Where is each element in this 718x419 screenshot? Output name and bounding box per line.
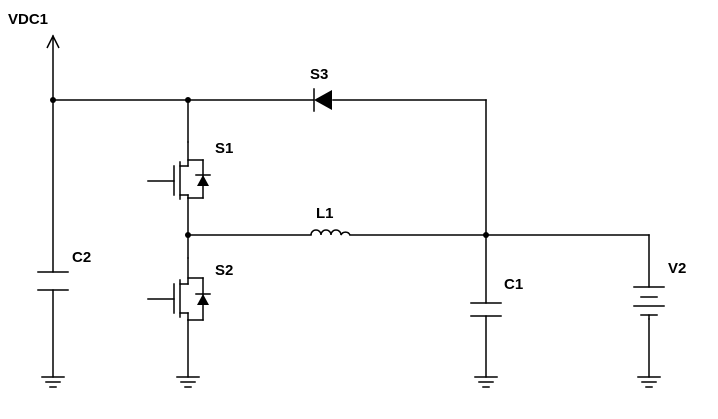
inductor-icon — [310, 229, 351, 236]
ground-icon — [474, 376, 498, 388]
label-v2: V2 — [668, 260, 686, 277]
diode-icon — [313, 88, 332, 112]
wires — [52, 35, 650, 378]
label-s1: S1 — [215, 140, 233, 157]
mosfet-icon — [147, 141, 211, 200]
ground-icon — [637, 376, 661, 388]
junction-dot — [50, 97, 56, 103]
label-s2: S2 — [215, 262, 233, 279]
label-s3: S3 — [310, 66, 328, 83]
junction-dot — [185, 97, 191, 103]
supply-arrow-icon — [46, 34, 60, 49]
junction-dot — [185, 232, 191, 238]
capacitor-icon — [37, 271, 69, 291]
label-vdc1: VDC1 — [8, 11, 48, 28]
label-l1: L1 — [316, 205, 334, 222]
label-c2: C2 — [72, 249, 91, 266]
label-c1: C1 — [504, 276, 523, 293]
ground-icon — [176, 376, 200, 388]
junction-dots — [50, 97, 489, 238]
capacitor-icon — [470, 302, 502, 317]
junction-dot — [483, 232, 489, 238]
ground-icon — [41, 376, 65, 388]
mosfet-icon — [147, 257, 211, 321]
battery-icon — [633, 286, 665, 320]
